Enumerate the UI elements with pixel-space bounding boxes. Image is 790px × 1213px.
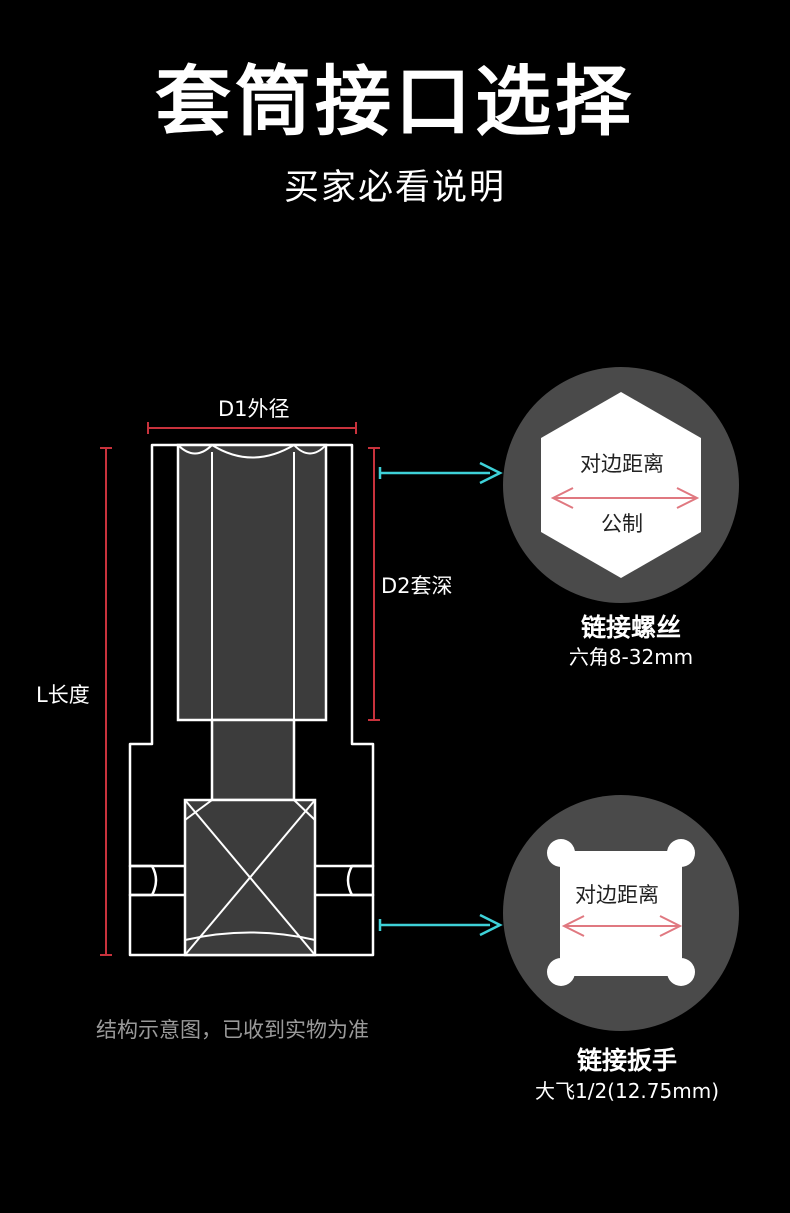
top-connector-spec: 六角8-32mm <box>568 645 694 669</box>
page-title: 套筒接口选择 <box>155 57 635 146</box>
length-label: L长度 <box>36 683 90 707</box>
page-subtitle: 买家必看说明 <box>283 168 506 208</box>
bottom-connector-name: 链接扳手 <box>576 1046 677 1075</box>
dimension-lines <box>100 422 380 956</box>
hex-across-flats-label: 对边距离 <box>580 452 664 476</box>
hex-double-arrow <box>550 487 700 509</box>
square-across-flats-label: 对边距离 <box>575 883 659 907</box>
bore-details <box>177 443 327 956</box>
square-shape <box>547 839 695 986</box>
square-double-arrow <box>561 915 683 937</box>
d1-outer-diameter-label: D1外径 <box>218 397 290 421</box>
pointer-arrows <box>378 461 503 937</box>
hex-shape <box>541 392 701 578</box>
d2-socket-depth-label: D2套深 <box>381 574 453 598</box>
diagram-caption: 结构示意图，已收到实物为准 <box>96 1018 369 1042</box>
bottom-connector-spec: 大飞1/2(12.75mm) <box>534 1079 719 1103</box>
hex-metric-label: 公制 <box>601 512 643 536</box>
top-connector-name: 链接螺丝 <box>580 613 681 642</box>
